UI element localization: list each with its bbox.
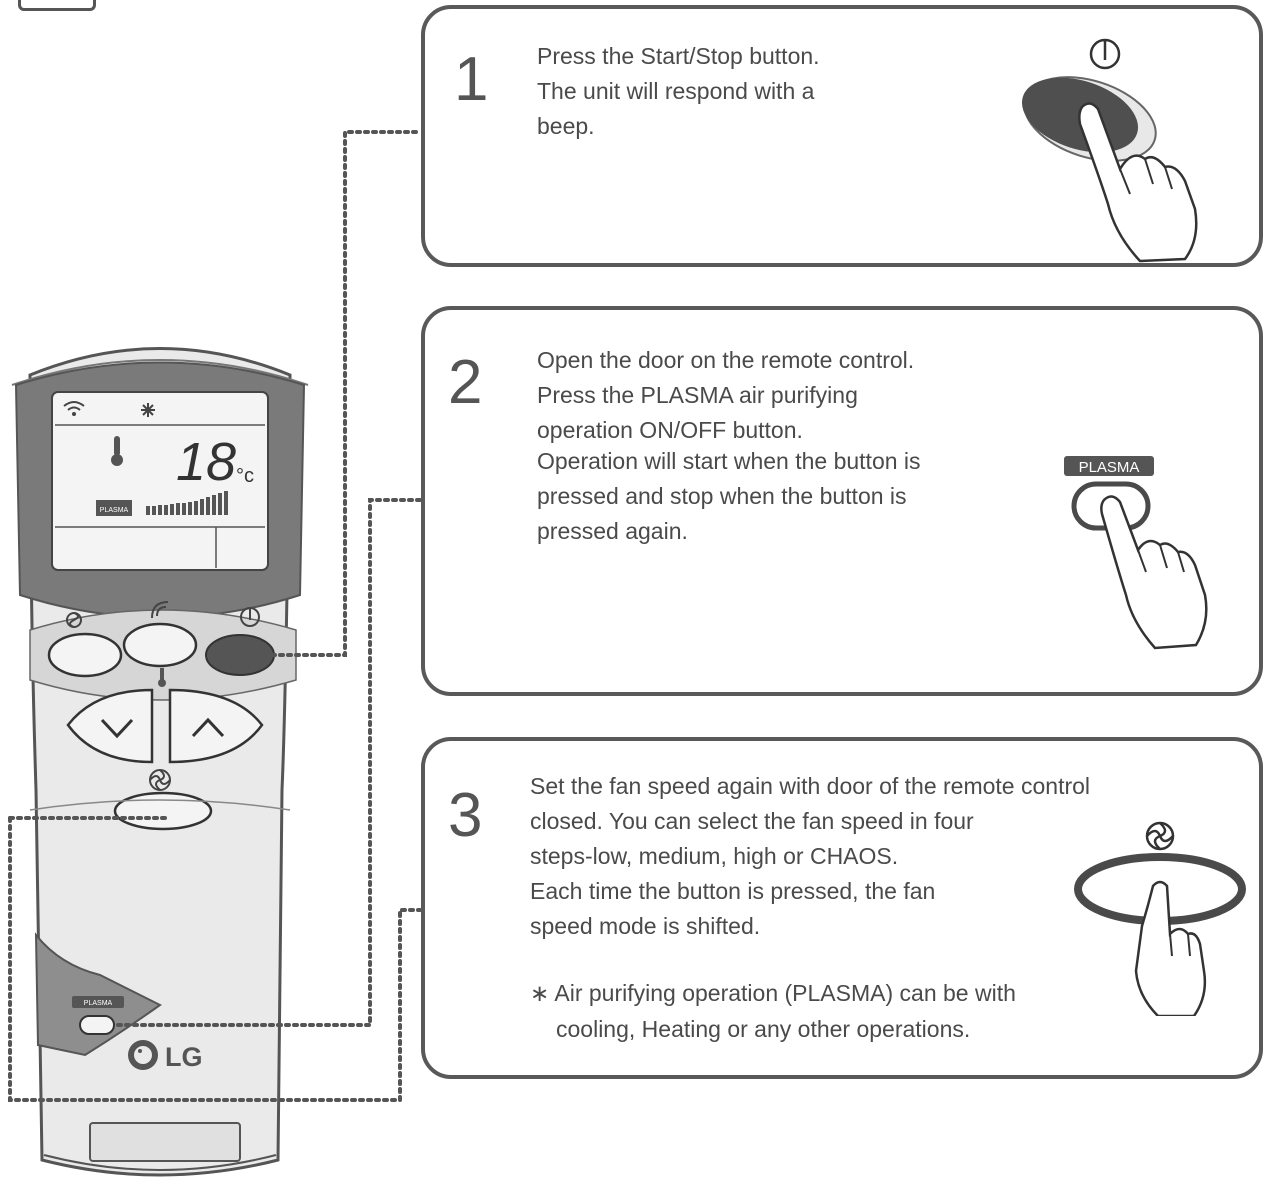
display-unit: °c <box>236 465 254 487</box>
note-line: ∗ Air purifying operation (PLASMA) can b… <box>530 980 1016 1006</box>
step-2-text-b: Operation will start when the button is … <box>537 444 921 549</box>
thermometer-small-icon <box>158 668 166 687</box>
step-2-text-a: Open the door on the remote control. Pre… <box>537 343 914 448</box>
plasma-button-label: PLASMA <box>1079 459 1140 476</box>
door-plasma-button <box>79 1015 115 1035</box>
swing-icon <box>151 601 169 619</box>
step-1-line: beep. <box>537 113 595 139</box>
fan-speed-button <box>113 791 213 831</box>
thermometer-icon <box>111 436 123 466</box>
power-icon-small <box>240 607 260 627</box>
step-3-line: closed. You can select the fan speed in … <box>530 808 974 834</box>
snowflake-icon <box>141 403 155 417</box>
step-1-illustration <box>1021 38 1198 263</box>
step-2-line: Open the door on the remote control. <box>537 347 915 373</box>
connector-step2 <box>116 498 422 1027</box>
step-1-number: 1 <box>454 45 489 114</box>
step-1-line: The unit will respond with a <box>537 78 815 104</box>
battery-slot <box>89 1122 241 1162</box>
step-3-line: Each time the button is pressed, the fan <box>530 878 936 904</box>
corner-tab <box>18 0 96 11</box>
fan-icon <box>1145 821 1175 851</box>
step-1-line: Press the Start/Stop button. <box>537 43 820 69</box>
step-2-line: operation ON/OFF button. <box>537 417 803 443</box>
step-3-note: ∗ Air purifying operation (PLASMA) can b… <box>530 975 1016 1047</box>
power-icon <box>1089 38 1121 70</box>
temp-down-button <box>66 688 154 764</box>
fan-icon-small <box>149 769 171 791</box>
step-3-line: steps-low, medium, high or CHAOS. <box>530 843 899 869</box>
step-2-line: Operation will start when the button is <box>537 448 921 474</box>
fan-mode-icon <box>66 612 82 628</box>
temp-up-button <box>168 688 264 764</box>
step-3-line: speed mode is shifted. <box>530 913 761 939</box>
connector-step1 <box>270 130 422 657</box>
step-2-line: pressed again. <box>537 518 688 544</box>
step-1-panel: 1 Press the Start/Stop button. The unit … <box>421 5 1263 267</box>
display-plasma: PLASMA <box>100 507 129 514</box>
connector-step3 <box>8 816 422 1102</box>
door-plasma-label: PLASMA <box>84 1000 113 1007</box>
lg-logo-icon <box>128 1040 158 1070</box>
connector-lines <box>8 130 422 1102</box>
step-2-illustration: PLASMA <box>1064 456 1208 650</box>
signal-icon <box>63 401 85 416</box>
display-temp: 18 <box>176 432 236 492</box>
step-3-text: Set the fan speed again with door of the… <box>530 769 1090 944</box>
hand-pointer-icon <box>1100 495 1208 650</box>
note-line: cooling, Heating or any other operations… <box>556 1016 971 1042</box>
lcd-screen <box>51 391 269 571</box>
step-2-number: 2 <box>448 348 483 417</box>
mode-button <box>47 632 123 678</box>
step-3-panel: 3 Set the fan speed again with door of t… <box>421 737 1263 1079</box>
brand-label: LG <box>165 1042 203 1072</box>
level-bars <box>146 491 228 515</box>
step-2-line: Press the PLASMA air purifying <box>537 382 858 408</box>
start-stop-button <box>205 634 275 676</box>
swing-button <box>122 622 198 668</box>
step-1-text: Press the Start/Stop button. The unit wi… <box>537 39 820 144</box>
step-2-line: pressed and stop when the button is <box>537 483 907 509</box>
step-3-illustration <box>1074 821 1246 1016</box>
step-3-line: Set the fan speed again with door of the… <box>530 773 1091 799</box>
hand-pointer-icon <box>1078 102 1198 263</box>
step-2-panel: 2 Open the door on the remote control. P… <box>421 306 1263 696</box>
step-3-number: 3 <box>448 781 483 850</box>
